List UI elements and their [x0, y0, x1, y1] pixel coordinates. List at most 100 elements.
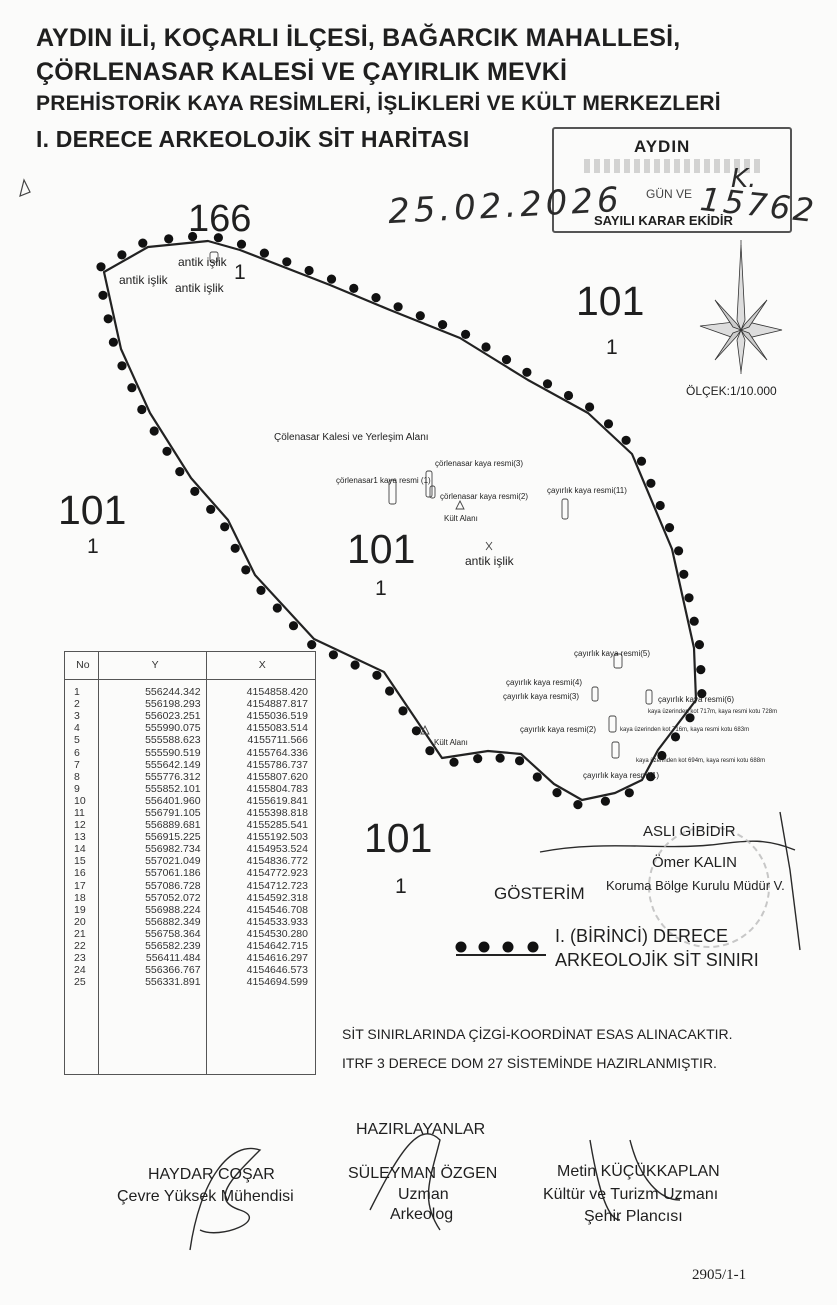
cell-no: 14: [74, 843, 86, 856]
preparer-2-title-2: Arkeolog: [390, 1206, 454, 1223]
boundary-dot: [449, 757, 459, 767]
cell-x: 4155764.336: [246, 746, 308, 759]
cell-x: 4154712.723: [246, 879, 308, 892]
site-boundary-line: [102, 239, 698, 802]
cell-no: 25: [74, 976, 86, 989]
rock-art-marker-6: [645, 689, 653, 705]
boundary-dot: [259, 248, 269, 258]
boundary-dot: [220, 522, 230, 532]
label-antik-islik-1: antik işlik: [178, 255, 227, 269]
legend-line-1: I. (BİRİNCİ) DERECE: [555, 926, 729, 946]
feature-symbols: [209, 251, 653, 759]
boundary-dot: [679, 569, 689, 579]
cell-no: 21: [74, 927, 86, 940]
cell-no: 10: [74, 794, 86, 807]
label-cayirlik-1: çayırlık kaya resmi(1): [583, 771, 660, 780]
cell-no: 23: [74, 952, 86, 965]
islik-marker-1: [209, 251, 219, 263]
boundary-dot: [501, 355, 512, 365]
boundary-dot: [236, 239, 247, 249]
cell-y: 557021.049: [145, 855, 201, 868]
rock-art-marker-5: [613, 653, 623, 669]
cell-no: 20: [74, 915, 86, 928]
rock-art-marker-4: [591, 686, 599, 702]
ada-number-top: 166: [188, 198, 252, 240]
boundary-dot: [371, 293, 381, 303]
boundary-dot: [532, 772, 542, 782]
column-header-y: Y: [101, 651, 209, 680]
cell-y: 556244.342: [145, 686, 201, 699]
cell-x: 4154836.772: [246, 855, 308, 868]
label-kot-note-2: kaya üzerinden kot 716m, kaya resmi kotu…: [620, 727, 750, 733]
title-line-1: AYDIN İLİ, KOÇARLI İLÇESİ, BAĞARCIK MAHA…: [36, 24, 681, 52]
label-cayirlik-5: çayırlık kaya resmi(5): [574, 649, 651, 658]
north-arrow-icon: [699, 240, 783, 374]
legend-title: GÖSTERİM: [494, 884, 585, 903]
boundary-dot: [385, 686, 395, 696]
boundary-dot: [350, 660, 360, 670]
cell-y: 555990.075: [145, 722, 201, 735]
boundary-dot: [98, 290, 108, 300]
boundary-dot: [328, 650, 338, 660]
stamp-line-3: SAYILI KARAR EKİDİR: [594, 213, 733, 228]
cell-y: 556366.767: [145, 964, 201, 977]
boundary-dot: [175, 467, 185, 477]
label-kaya-resmi-3: çörlenasar kaya resmi(3): [435, 459, 524, 468]
label-cayirlik-2: çayırlık kaya resmi(2): [520, 725, 597, 734]
cell-y: 556023.251: [145, 710, 201, 723]
boundary-dot: [117, 250, 127, 260]
boundary-dot: [282, 257, 292, 267]
cell-y: 557052.072: [145, 891, 201, 904]
boundary-dot: [573, 800, 583, 810]
boundary-dot: [415, 311, 425, 321]
cell-y: 556331.891: [145, 976, 201, 989]
cell-x: 4155786.737: [246, 758, 308, 771]
cult-area-triangle-1: [455, 499, 465, 510]
cell-x: 4154953.524: [246, 843, 308, 856]
cell-y: 555588.623: [145, 734, 201, 747]
boundary-dot: [670, 732, 681, 742]
ada-number-ne: 101: [576, 278, 645, 324]
cell-no: 9: [74, 782, 80, 795]
cult-area-triangle-2: [420, 724, 430, 735]
cell-no: 15: [74, 855, 86, 868]
cell-x: 4155807.620: [246, 770, 308, 783]
label-cayirlik-4: çayırlık kaya resmi(4): [506, 678, 583, 687]
cell-no: 13: [74, 831, 86, 844]
boundary-dot: [697, 689, 707, 699]
rock-art-marker-11: [561, 498, 569, 520]
boundary-dot: [684, 593, 694, 603]
preparer-3-name: Metin KÜÇÜKKAPLAN: [557, 1163, 720, 1180]
boundary-dot: [689, 616, 699, 626]
boundary-dot: [425, 746, 435, 756]
parsel-number-top: 1: [234, 261, 246, 284]
parsel-number-west: 1: [87, 535, 99, 558]
boundary-dot: [438, 320, 448, 330]
cell-y: 556915.225: [145, 831, 201, 844]
ada-number-west: 101: [58, 487, 127, 533]
boundary-dot: [685, 713, 695, 723]
signature-ozgen: [369, 1133, 441, 1231]
boundary-dot: [473, 754, 483, 764]
boundary-dot: [96, 262, 106, 272]
note-line-2: ITRF 3 DERECE DOM 27 SİSTEMİNDE HAZIRLAN…: [342, 1055, 717, 1071]
boundary-dot: [117, 361, 127, 371]
certification-name: Ömer KALIN: [652, 854, 738, 871]
rock-art-marker-3: [429, 485, 436, 499]
preparer-3-title-1: Kültür ve Turizm Uzmanı: [543, 1186, 719, 1203]
official-seal-icon: [648, 826, 770, 948]
preparer-3-title-2: Şehir Plancısı: [584, 1208, 683, 1225]
cell-no: 16: [74, 867, 86, 880]
boundary-dot: [674, 546, 684, 556]
stamp-title: AYDIN: [634, 137, 691, 156]
